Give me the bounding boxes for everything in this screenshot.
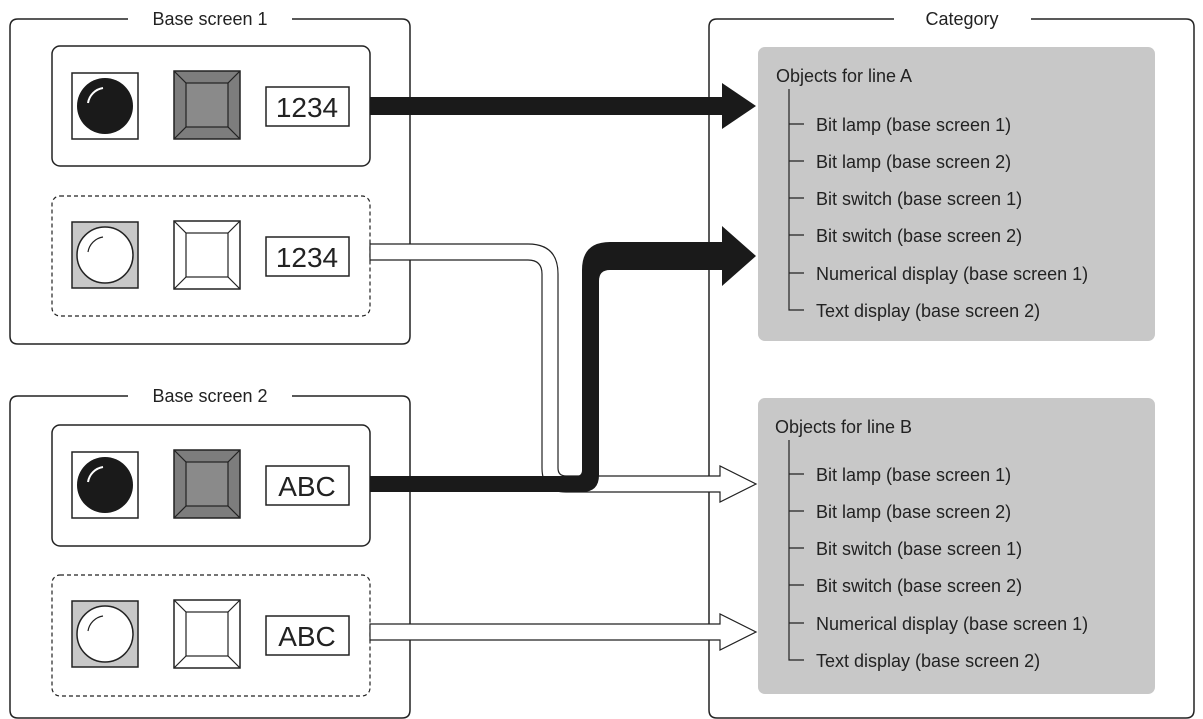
category-panel: Category Objects for line A Bit lamp (ba… bbox=[708, 9, 1195, 719]
line-a-title: Objects for line A bbox=[776, 66, 912, 86]
bit-lamp-on-icon bbox=[71, 72, 139, 140]
tree-item: Bit switch (base screen 1) bbox=[816, 539, 1022, 559]
line-a-tree bbox=[788, 89, 804, 311]
bit-switch-on-icon bbox=[173, 70, 241, 140]
line-b-title: Objects for line B bbox=[775, 417, 912, 437]
arrow-bs1-to-line-b bbox=[369, 243, 758, 503]
base-screen-1-title: Base screen 1 bbox=[152, 9, 267, 29]
numerical-display-active: 1234 bbox=[265, 86, 350, 127]
bit-switch-off-icon bbox=[173, 599, 241, 669]
tree-item: Bit switch (base screen 2) bbox=[816, 576, 1022, 596]
tree-item: Numerical display (base screen 1) bbox=[816, 264, 1088, 284]
base-screen-2: Base screen 2 ABC bbox=[9, 386, 411, 719]
svg-text:1234: 1234 bbox=[276, 92, 338, 123]
arrow-bs1-to-line-a bbox=[370, 83, 756, 129]
arrow-bs2-to-line-b bbox=[369, 613, 758, 651]
line-a-group bbox=[758, 47, 1155, 341]
tree-item: Bit lamp (base screen 1) bbox=[816, 115, 1011, 135]
line-b-group bbox=[758, 398, 1155, 694]
tree-item: Numerical display (base screen 1) bbox=[816, 614, 1088, 634]
arrow-bs2-to-line-a bbox=[370, 226, 756, 492]
tree-item: Text display (base screen 2) bbox=[816, 651, 1040, 671]
bit-lamp-on-icon bbox=[71, 451, 139, 519]
numerical-display-inactive: 1234 bbox=[265, 236, 350, 277]
tree-item: Bit switch (base screen 2) bbox=[816, 226, 1022, 246]
tree-item: Bit lamp (base screen 2) bbox=[816, 152, 1011, 172]
text-display-active: ABC bbox=[265, 465, 350, 506]
tree-item: Bit lamp (base screen 1) bbox=[816, 465, 1011, 485]
bit-switch-off-icon bbox=[173, 220, 241, 290]
bit-lamp-off-icon bbox=[71, 600, 139, 668]
svg-text:ABC: ABC bbox=[278, 621, 336, 652]
base-screen-2-title: Base screen 2 bbox=[152, 386, 267, 406]
tree-item: Bit switch (base screen 1) bbox=[816, 189, 1022, 209]
svg-text:ABC: ABC bbox=[278, 471, 336, 502]
tree-item: Bit lamp (base screen 2) bbox=[816, 502, 1011, 522]
bit-switch-on-icon bbox=[173, 449, 241, 519]
base-screen-1: Base screen 1 1234 bbox=[9, 9, 411, 345]
category-title: Category bbox=[925, 9, 998, 29]
text-display-inactive: ABC bbox=[265, 615, 350, 656]
bit-lamp-off-icon bbox=[71, 221, 139, 289]
svg-text:1234: 1234 bbox=[276, 242, 338, 273]
tree-item: Text display (base screen 2) bbox=[816, 301, 1040, 321]
line-b-tree bbox=[788, 440, 804, 661]
